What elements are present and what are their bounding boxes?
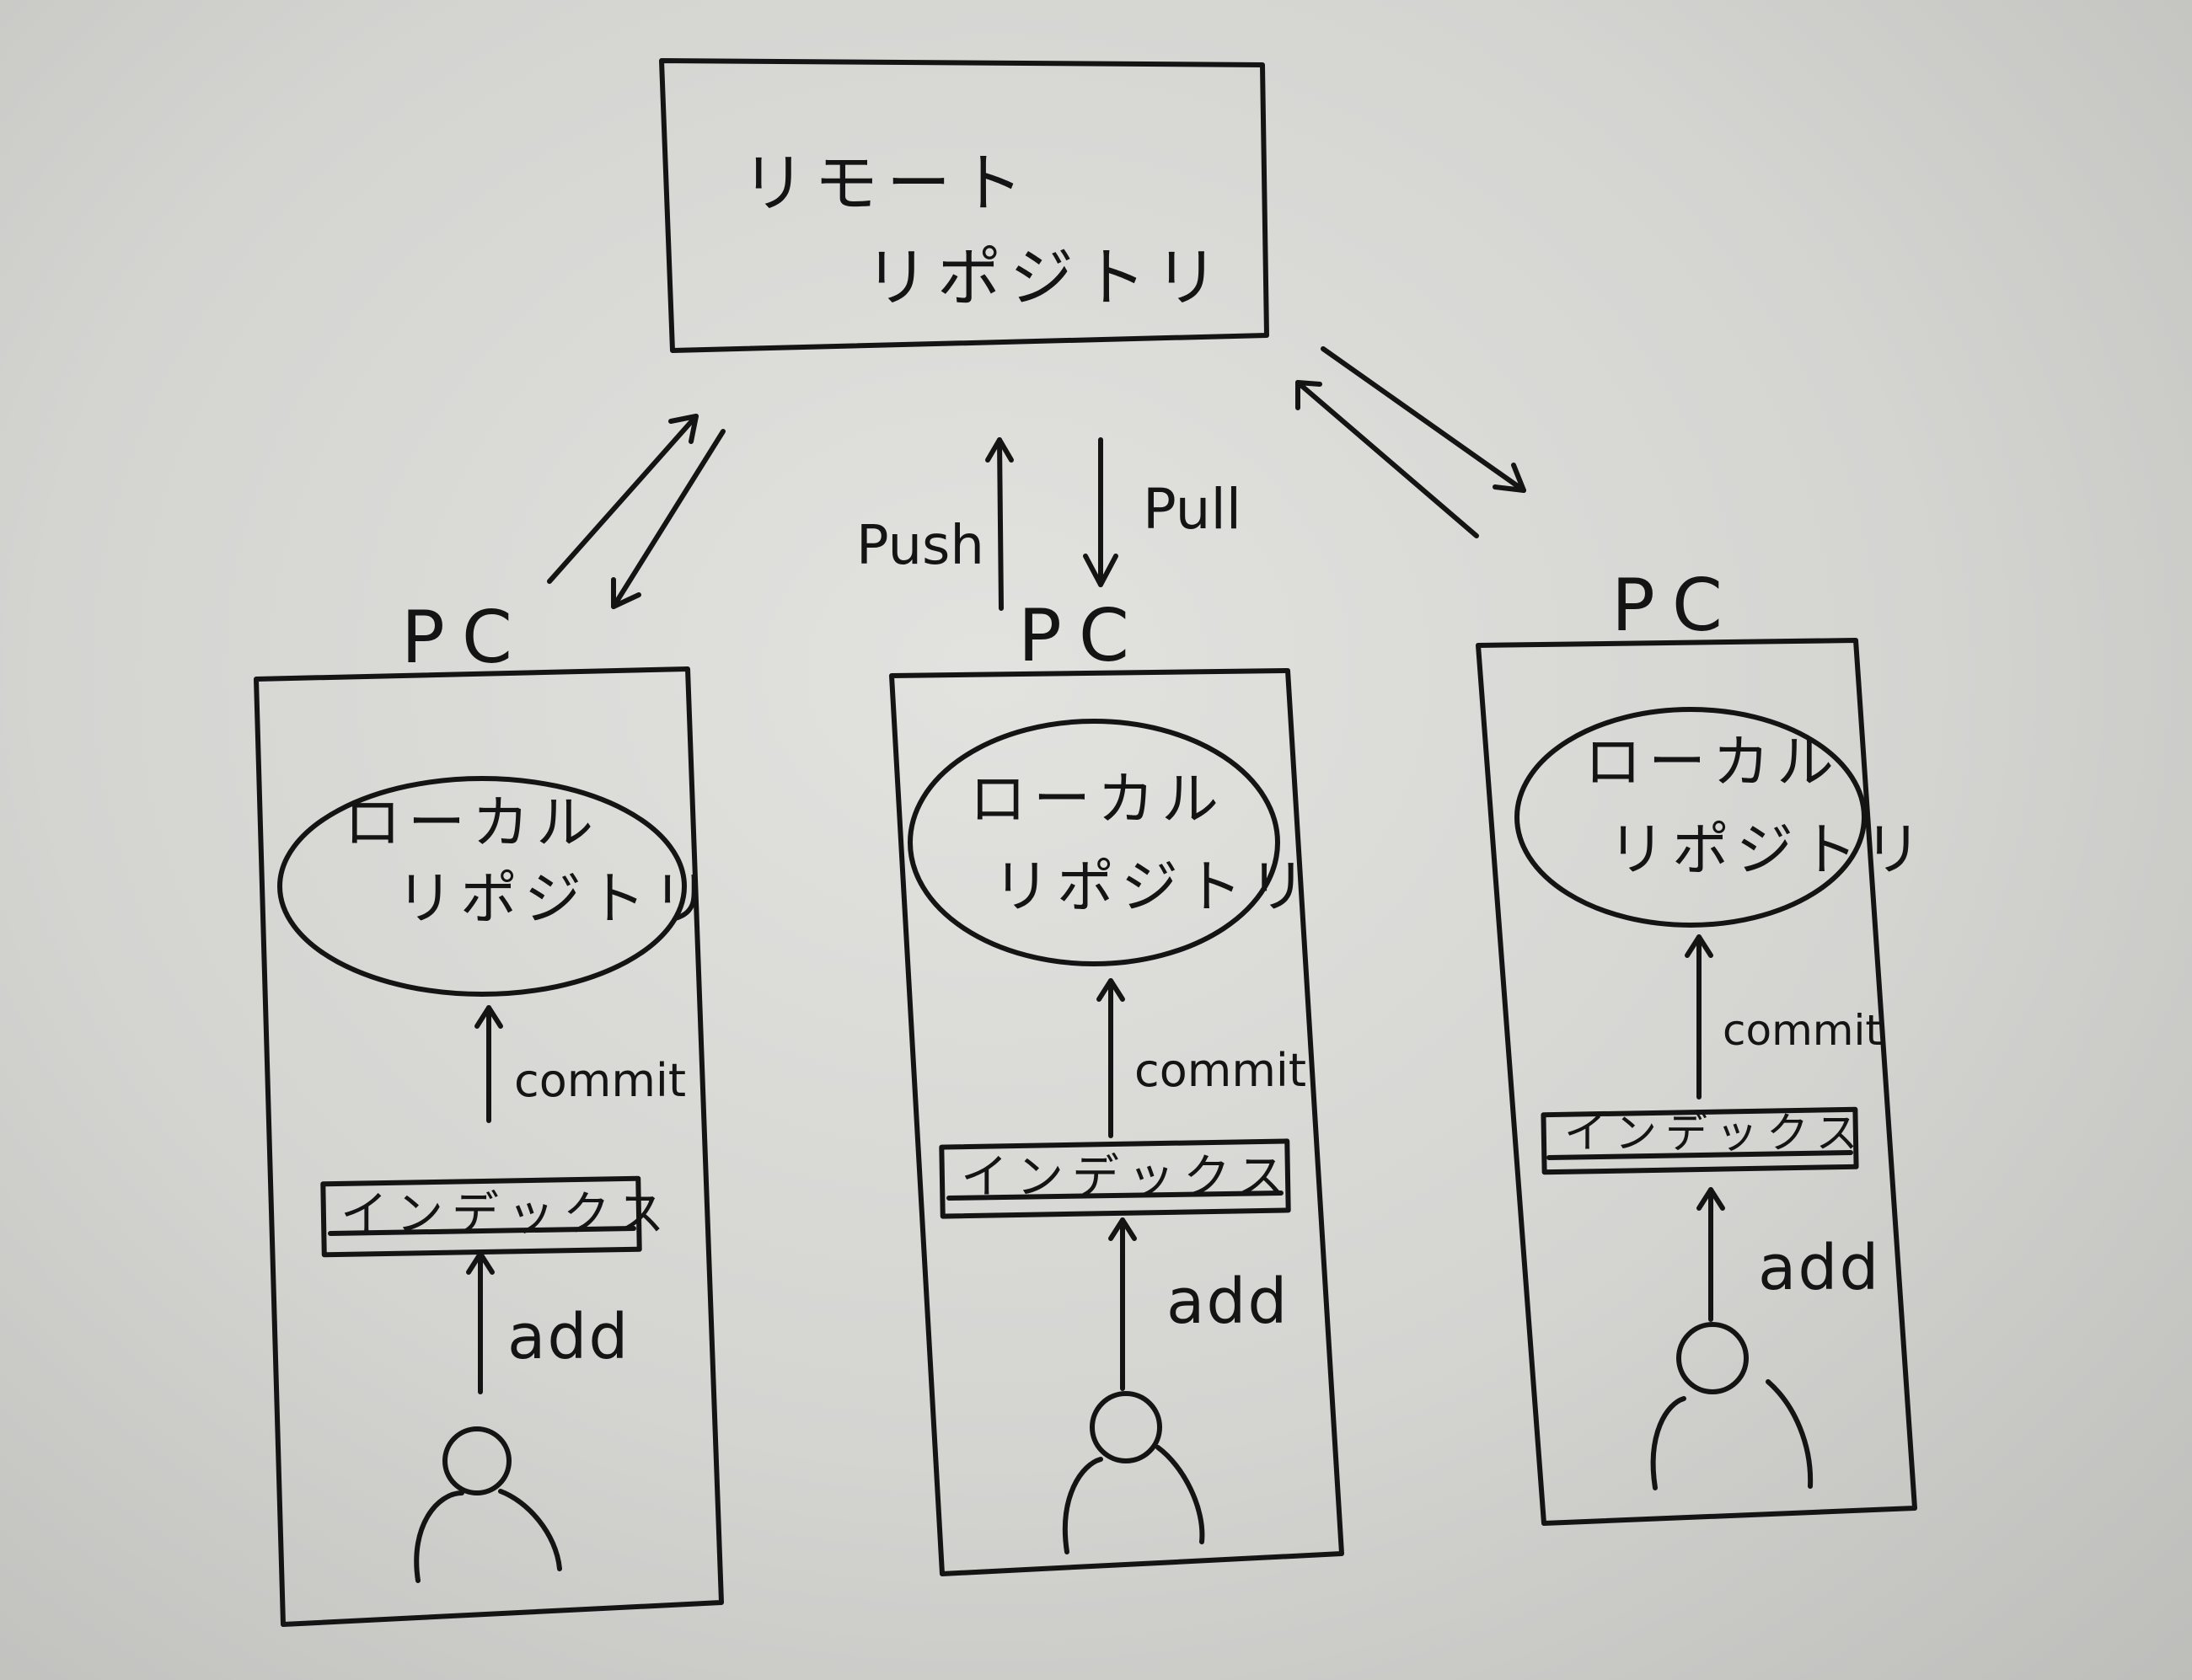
person-icon-1 <box>414 1426 562 1583</box>
remote-repository-label-line1: リモート <box>742 146 1032 221</box>
add-label-2: add <box>1166 1265 1289 1338</box>
local-repository-ellipse-2 <box>908 719 1280 966</box>
index-label-1: インデックス <box>340 1187 673 1242</box>
add-arrow-1 <box>466 1251 495 1394</box>
pc-box-2 <box>889 668 1344 1576</box>
local-repository-label-3a: ローカル <box>1584 730 1841 796</box>
local-repository-label-2a: ローカル <box>969 767 1226 833</box>
commit-label-2: commit <box>1134 1044 1307 1097</box>
pc-title-1: PC <box>401 596 529 680</box>
pc-box-1 <box>254 666 724 1627</box>
pull-arrow <box>1083 437 1118 587</box>
pc-box-3 <box>1476 638 1917 1526</box>
commit-label-1: commit <box>514 1054 687 1107</box>
remote-repository-box <box>659 58 1269 353</box>
commit-label-3: commit <box>1723 1006 1882 1055</box>
push-arrow <box>985 437 1014 611</box>
person-icon-3 <box>1650 1322 1814 1490</box>
sync-arrows-left <box>547 414 726 609</box>
add-label-1: add <box>507 1301 630 1373</box>
local-repository-label-1b: リポジトリ <box>396 866 717 933</box>
add-arrow-2 <box>1108 1217 1137 1391</box>
commit-arrow-1 <box>474 1005 503 1123</box>
index-box-3 <box>1541 1106 1859 1175</box>
index-box-2 <box>939 1138 1291 1219</box>
index-label-3: インデックス <box>1564 1109 1867 1158</box>
local-repository-ellipse-1 <box>277 776 687 997</box>
pc-title-2: PC <box>1018 594 1146 678</box>
local-repository-label-1a: ローカル <box>344 790 601 857</box>
remote-repository-label-line2: リポジトリ <box>865 240 1227 315</box>
local-repository-ellipse-3 <box>1514 707 1867 928</box>
pull-label: Pull <box>1143 477 1242 542</box>
sync-arrows-right <box>1295 346 1526 538</box>
local-repository-label-3b: リポジトリ <box>1608 817 1929 884</box>
add-arrow-3 <box>1696 1187 1725 1322</box>
local-repository-label-2b: リポジトリ <box>993 854 1314 921</box>
pc-title-3: PC <box>1611 564 1739 648</box>
push-label: Push <box>856 515 984 577</box>
person-icon-2 <box>1062 1391 1205 1554</box>
add-label-3: add <box>1758 1232 1881 1304</box>
index-label-2: インデックス <box>961 1150 1294 1205</box>
commit-arrow-2 <box>1096 978 1125 1138</box>
commit-arrow-3 <box>1685 934 1713 1099</box>
